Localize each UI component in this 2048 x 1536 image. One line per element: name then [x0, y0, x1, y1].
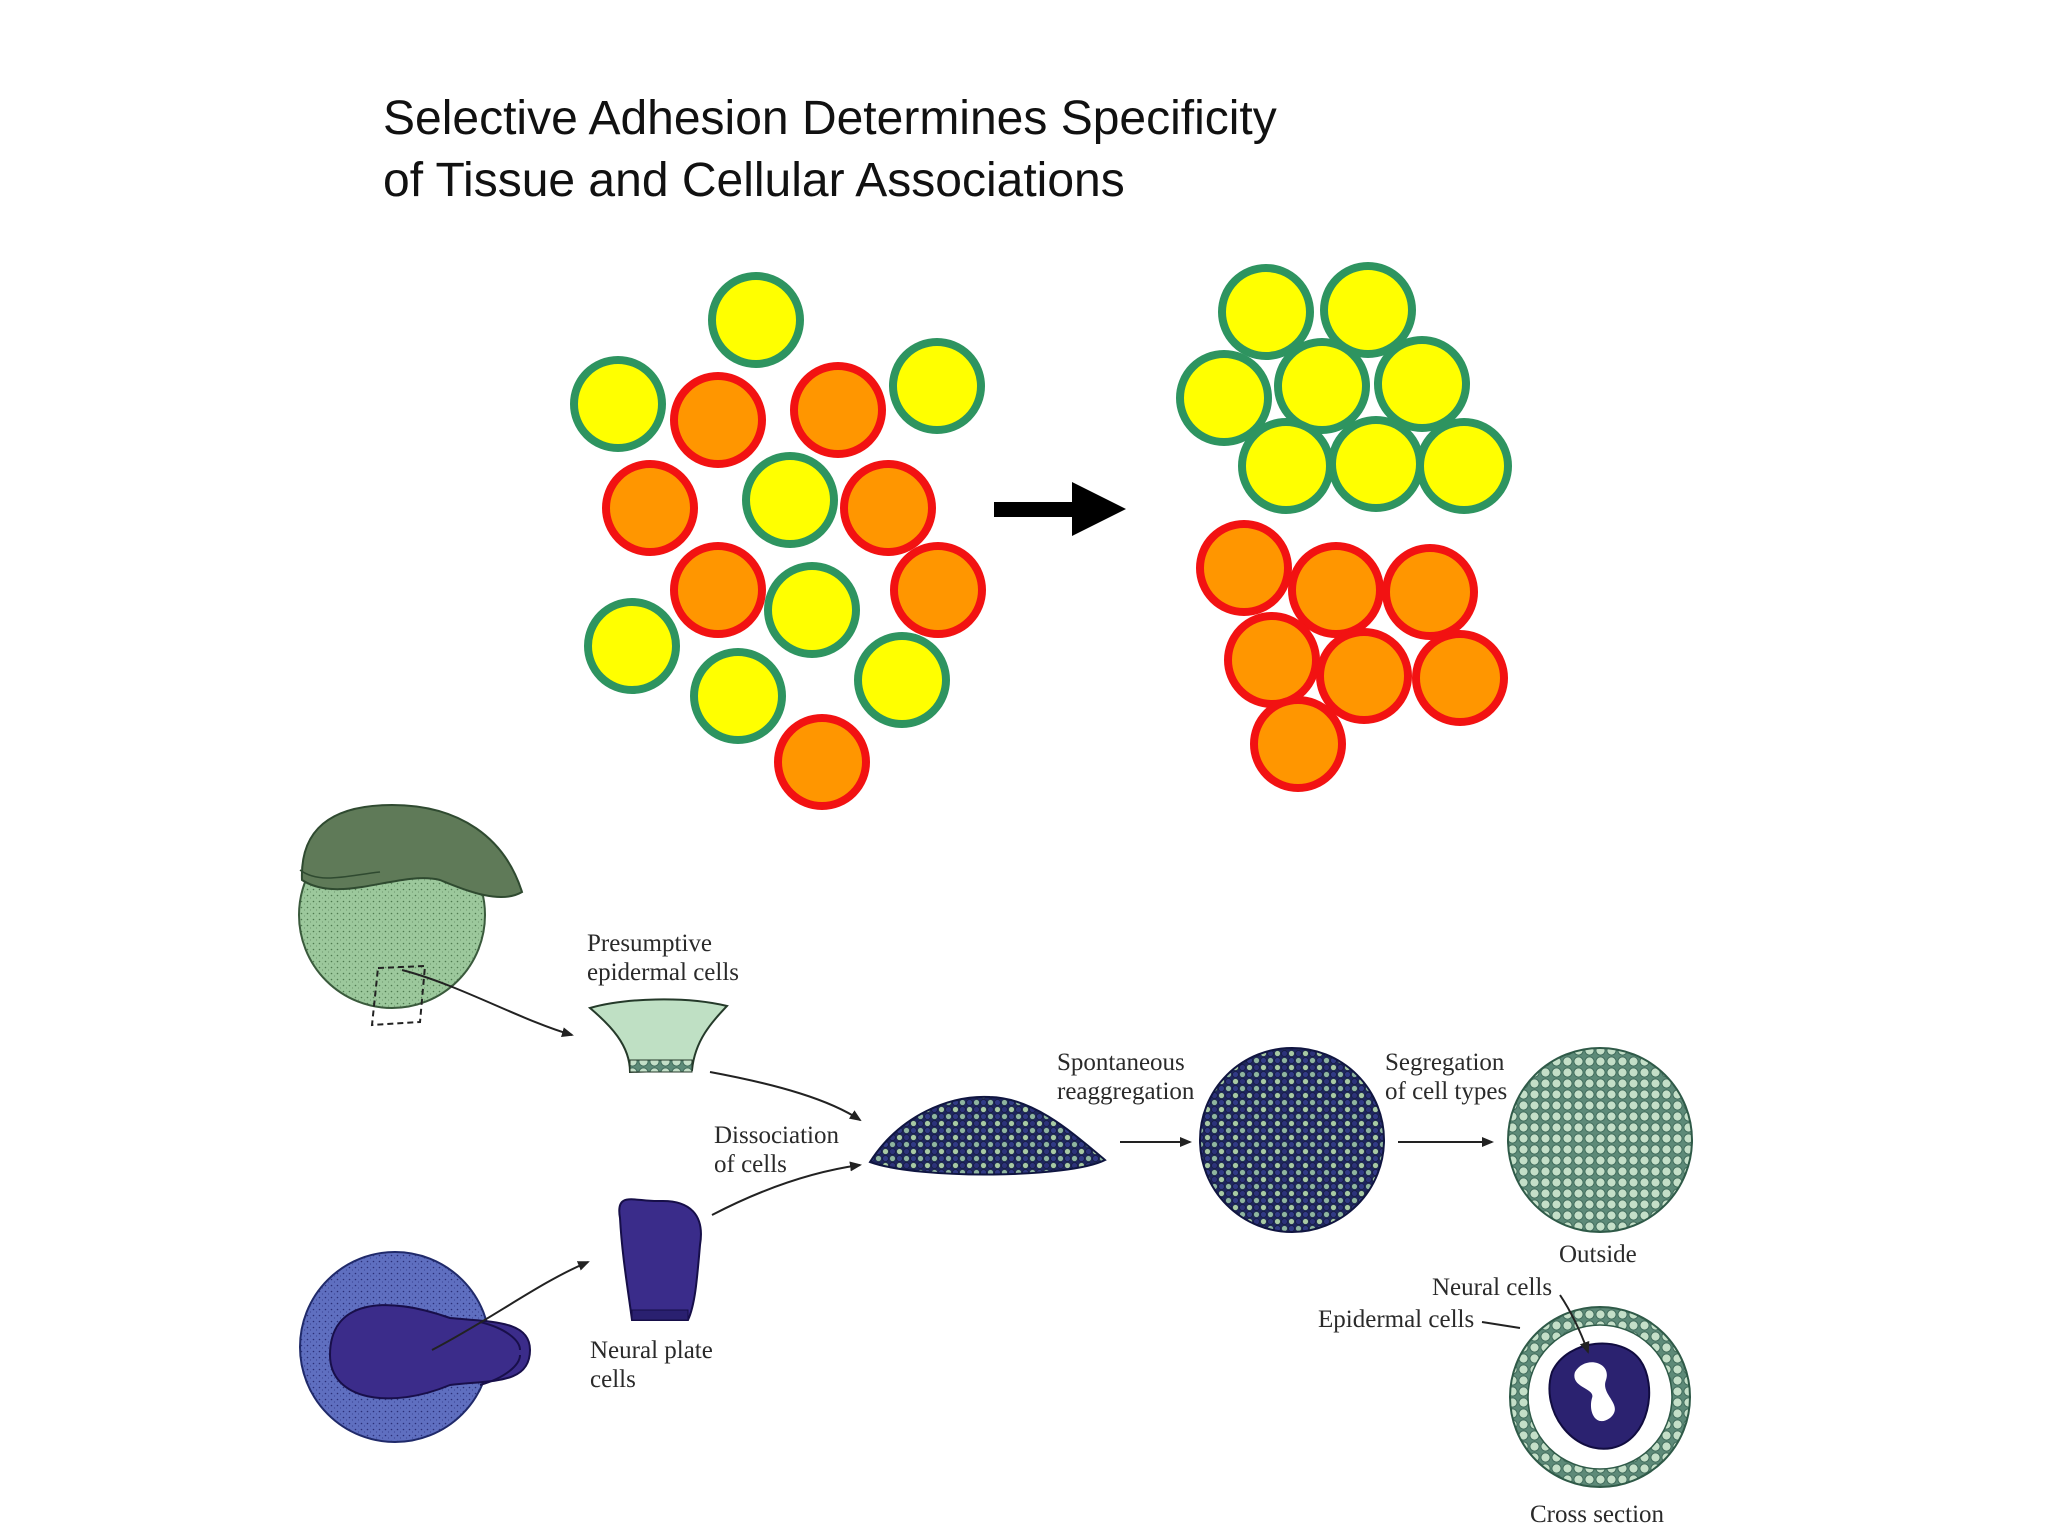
sorted-yellow-cell: [1238, 418, 1334, 514]
label-segregation: Segregation of cell types: [1385, 1049, 1511, 1105]
mixed-orange-cell: [840, 460, 936, 556]
dissociated-cell-pile: [868, 1095, 1107, 1176]
mixed-orange-cell: [774, 714, 870, 810]
neural-plate-piece: [618, 1198, 702, 1321]
label-spontaneous: Spontaneous reaggregation: [1057, 1049, 1195, 1105]
arrow-neural-to-pile: [711, 1161, 862, 1216]
sorted-yellow-cell: [1320, 262, 1416, 358]
mixed-yellow-cell: [708, 272, 804, 368]
label-cross-section: Cross section: [1530, 1501, 1665, 1528]
reaggregated-sphere: [1199, 1047, 1385, 1233]
mixed-yellow-cell: [690, 648, 786, 744]
sorted-orange-cell: [1412, 630, 1508, 726]
title-line-1: Selective Adhesion Determines Specificit…: [383, 92, 1277, 145]
label-outside: Outside: [1559, 1241, 1637, 1268]
epidermal-tissue-piece: [587, 998, 729, 1074]
sorting-arrow: [994, 482, 1126, 536]
segregated-sphere-outside: [1507, 1047, 1693, 1233]
process-arrows: [401, 969, 1590, 1354]
mixed-yellow-cell: [889, 338, 985, 434]
sorted-yellow-cell: [1328, 416, 1424, 512]
sorted-orange-cell: [1196, 520, 1292, 616]
title-line-2: of Tissue and Cellular Associations: [383, 154, 1125, 207]
diagram-title: Selective Adhesion Determines Specificit…: [383, 88, 1277, 212]
mixed-yellow-cell: [764, 562, 860, 658]
cross-section-sphere: [1509, 1306, 1691, 1488]
blue-embryo: [299, 1251, 532, 1443]
mixed-orange-cell: [670, 372, 766, 468]
mixed-orange-cell: [670, 542, 766, 638]
sorted-orange-cell: [1382, 544, 1478, 640]
arrow-epidermal-to-pile: [709, 1071, 862, 1122]
label-presumptive-epidermal: Presumptive epidermal cells: [587, 930, 739, 986]
mixed-orange-cell: [602, 460, 698, 556]
pointer-epidermal-cells: [1481, 1321, 1521, 1329]
sorted-yellow-cell: [1374, 336, 1470, 432]
mixed-orange-cell: [790, 362, 886, 458]
amphibian-embryo-diagram: Presumptive epidermal cells Dissociation…: [298, 803, 1693, 1528]
sorted-yellow-cell: [1176, 350, 1272, 446]
label-epidermal-cells: Epidermal cells: [1318, 1306, 1474, 1333]
sorted-yellow-cell: [1274, 338, 1370, 434]
mixed-yellow-cell: [584, 598, 680, 694]
mixed-yellow-cell: [854, 632, 950, 728]
sorted-orange-cell: [1316, 628, 1412, 724]
mixed-yellow-cell: [742, 452, 838, 548]
pointer-neural-cells: [1559, 1294, 1590, 1354]
mixed-cell-group: [570, 272, 986, 810]
mixed-orange-cell: [890, 542, 986, 638]
sorted-orange-cell: [1288, 542, 1384, 638]
arrow-to-epidermal: [401, 969, 574, 1038]
sorted-cell-group: [1176, 262, 1512, 792]
sorted-yellow-cell: [1218, 264, 1314, 360]
sorted-orange-cell: [1250, 696, 1346, 792]
sorted-orange-cell: [1224, 612, 1320, 708]
green-embryo: [298, 803, 524, 1027]
arrow-to-neural: [431, 1261, 590, 1351]
label-dissociation: Dissociation of cells: [714, 1122, 845, 1178]
label-neural-cells: Neural cells: [1432, 1274, 1552, 1301]
label-neural-plate: Neural plate cells: [590, 1337, 719, 1393]
sorted-yellow-cell: [1416, 418, 1512, 514]
mixed-yellow-cell: [570, 356, 666, 452]
